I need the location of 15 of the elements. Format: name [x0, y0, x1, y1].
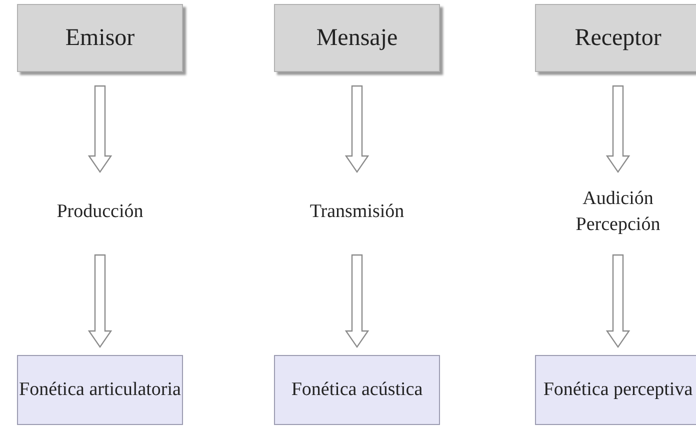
result-box: Fonética acústica: [274, 355, 440, 425]
hollow-down-arrow: [344, 85, 370, 174]
process-box: Emisor: [17, 4, 183, 72]
hollow-down-arrow: [606, 85, 630, 174]
stage-label: Producción: [17, 172, 183, 252]
result-box: Fonética articulatoria: [17, 355, 183, 425]
stage-label: Audición Percepción: [535, 172, 696, 252]
stage-label: Transmisión: [274, 172, 440, 252]
hollow-down-arrow: [88, 85, 112, 174]
process-box: Mensaje: [274, 4, 440, 72]
hollow-down-arrow: [88, 254, 112, 348]
process-box: Receptor: [535, 4, 696, 72]
hollow-down-arrow: [606, 254, 630, 348]
hollow-down-arrow: [344, 254, 370, 348]
result-box: Fonética perceptiva: [535, 355, 696, 425]
